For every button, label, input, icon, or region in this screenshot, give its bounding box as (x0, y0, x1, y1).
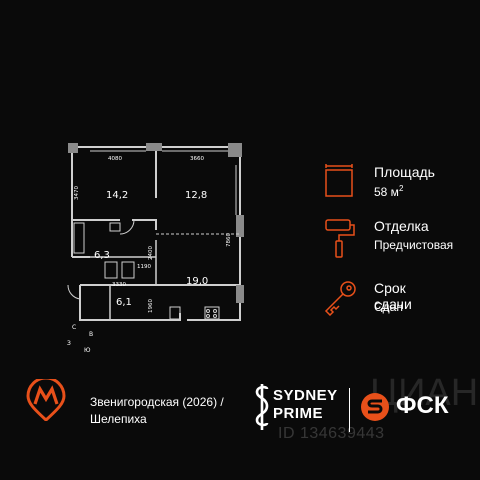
dimension-top-right: 3660 (190, 156, 204, 162)
brand-separator (349, 388, 350, 432)
fsk-mark-icon (361, 393, 389, 421)
area-icon (325, 164, 353, 197)
dimension-1190: 1190 (137, 264, 151, 270)
metro-icon (26, 379, 66, 421)
prime-line: PRIME (273, 405, 324, 422)
dimension-3330: 3330 (112, 282, 126, 288)
floor-plan-drawing (67, 143, 244, 321)
dimension-top-left: 4080 (108, 156, 122, 162)
key-icon (324, 281, 356, 316)
floor-plan: 14,2 12,8 6,3 19,0 6,1 4080 3660 3470 78… (50, 135, 260, 365)
metro-stations: Звенигородская (2026) / Шелепиха (90, 394, 224, 428)
finish-label: Отделка (374, 218, 429, 234)
room-area-bedroom-1: 14,2 (106, 190, 129, 201)
room-area-bathroom: 6,3 (94, 250, 110, 261)
metro-line-2: Шелепиха (90, 412, 147, 426)
area-label: Площадь (374, 164, 435, 180)
sydney-prime-mark-icon (255, 384, 269, 430)
compass-north: С (72, 324, 77, 331)
deadline-value: Сдан (374, 300, 403, 314)
dimension-1960: 1960 (148, 299, 154, 313)
paint-roller-icon (325, 219, 355, 258)
dimension-2400: 2400 (148, 246, 154, 260)
sydney-prime-wordmark: SYDNEY PRIME (273, 387, 338, 423)
compass-east: В (89, 331, 94, 338)
watermark-id: ID 134639443 (278, 425, 385, 442)
dimension-left-height: 3470 (74, 186, 80, 200)
area-value: 58 м2 (374, 184, 404, 199)
room-area-living-kitchen: 19,0 (186, 276, 209, 287)
room-area-hall: 6,1 (116, 297, 132, 308)
finish-value: Предчистовая (374, 238, 454, 252)
fsk-wordmark: ФСК (396, 392, 449, 419)
metro-line-1: Звенигородская (2026) / (90, 395, 224, 409)
compass-west: З (67, 340, 71, 347)
dimension-right-height: 7860 (226, 233, 232, 247)
compass-south: Ю (84, 347, 91, 354)
sydney-line: SYDNEY (273, 387, 338, 404)
deadline-label: Срок сдачи (374, 280, 412, 312)
room-area-bedroom-2: 12,8 (185, 190, 208, 201)
